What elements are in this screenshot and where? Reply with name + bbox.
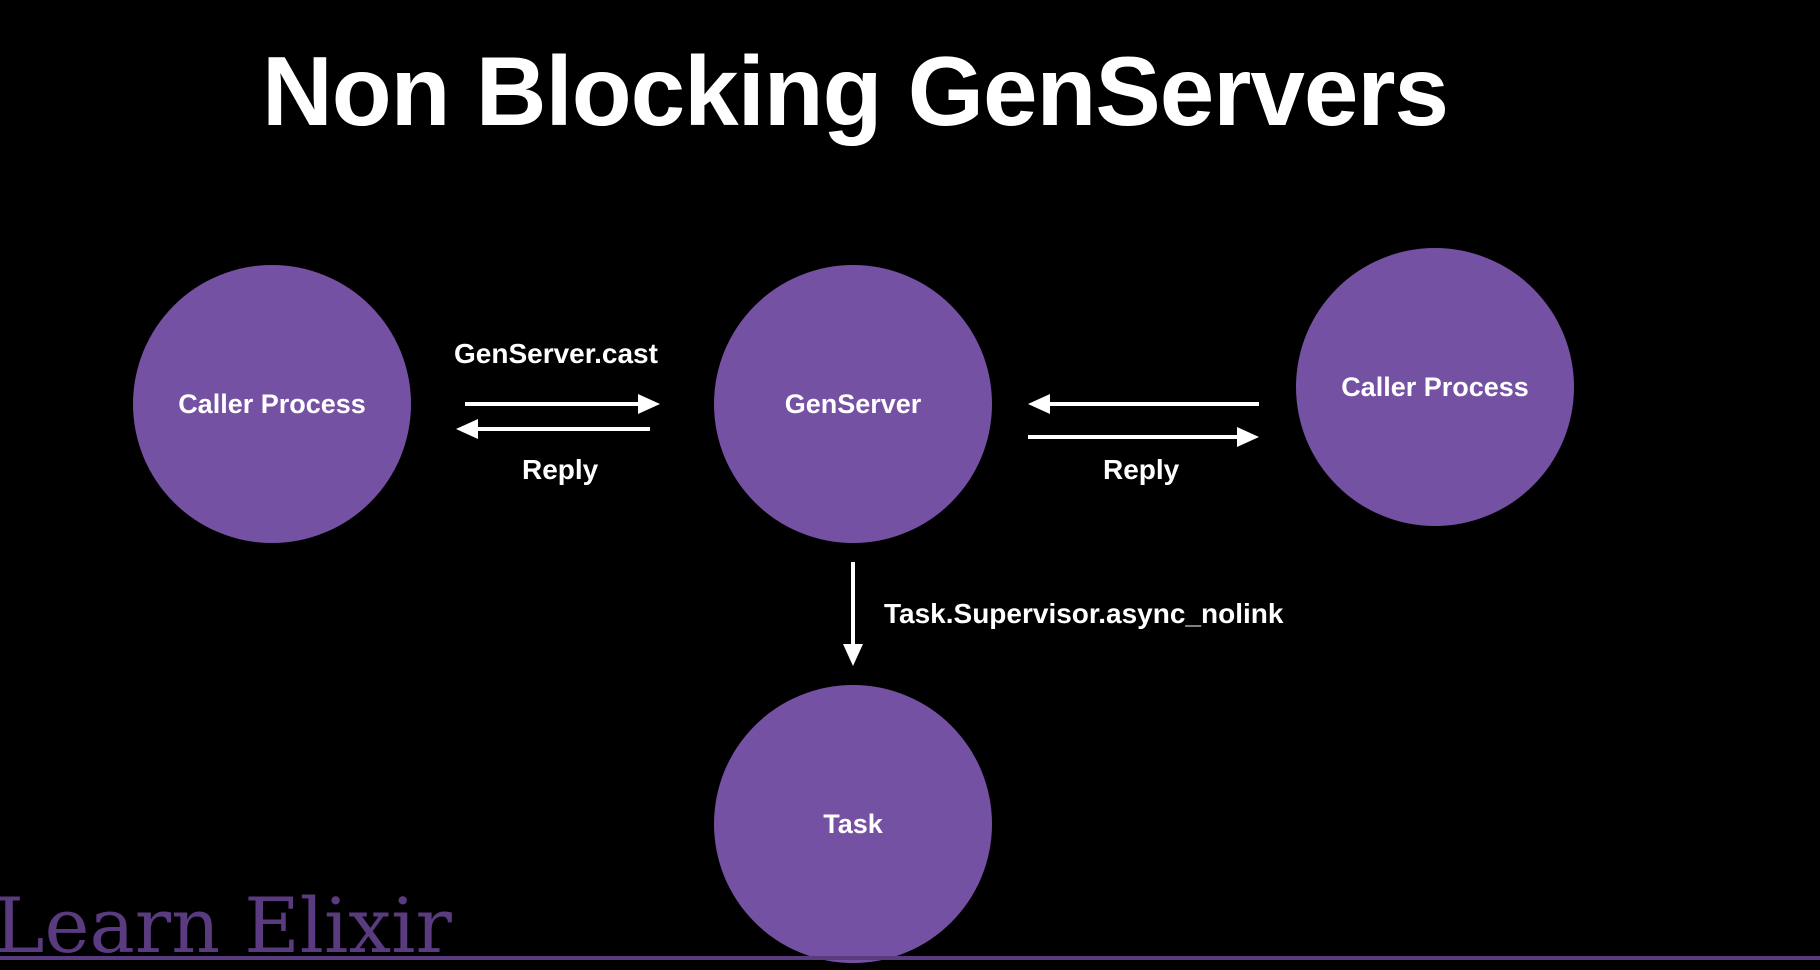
task-spawn-label: Task.Supervisor.async_nolink [884,598,1284,629]
caller-process-left-node: Caller Process [133,265,411,543]
right-reply-label: Reply [1103,454,1180,485]
task-label: Task [823,808,883,839]
genserver-label: GenServer [784,388,922,419]
left-reply-label: Reply [522,454,599,485]
learn-elixir-watermark: Learn Elixir [0,881,452,970]
left-reply-arrow [456,419,650,439]
task-node: Task [714,685,992,963]
caller-process-right-node: Caller Process [1296,248,1574,526]
right-request-arrow [1028,394,1259,414]
slide-title: Non Blocking GenServers [261,36,1449,146]
bottom-accent-line [0,956,1820,960]
right-reply-arrow [1028,427,1259,447]
caller-process-right-label: Caller Process [1341,371,1529,402]
genserver-node: GenServer [714,265,992,543]
caller-process-left-label: Caller Process [178,388,366,419]
cast-arrow [465,394,660,414]
cast-label: GenServer.cast [454,338,658,369]
task-spawn-arrow [843,562,863,666]
